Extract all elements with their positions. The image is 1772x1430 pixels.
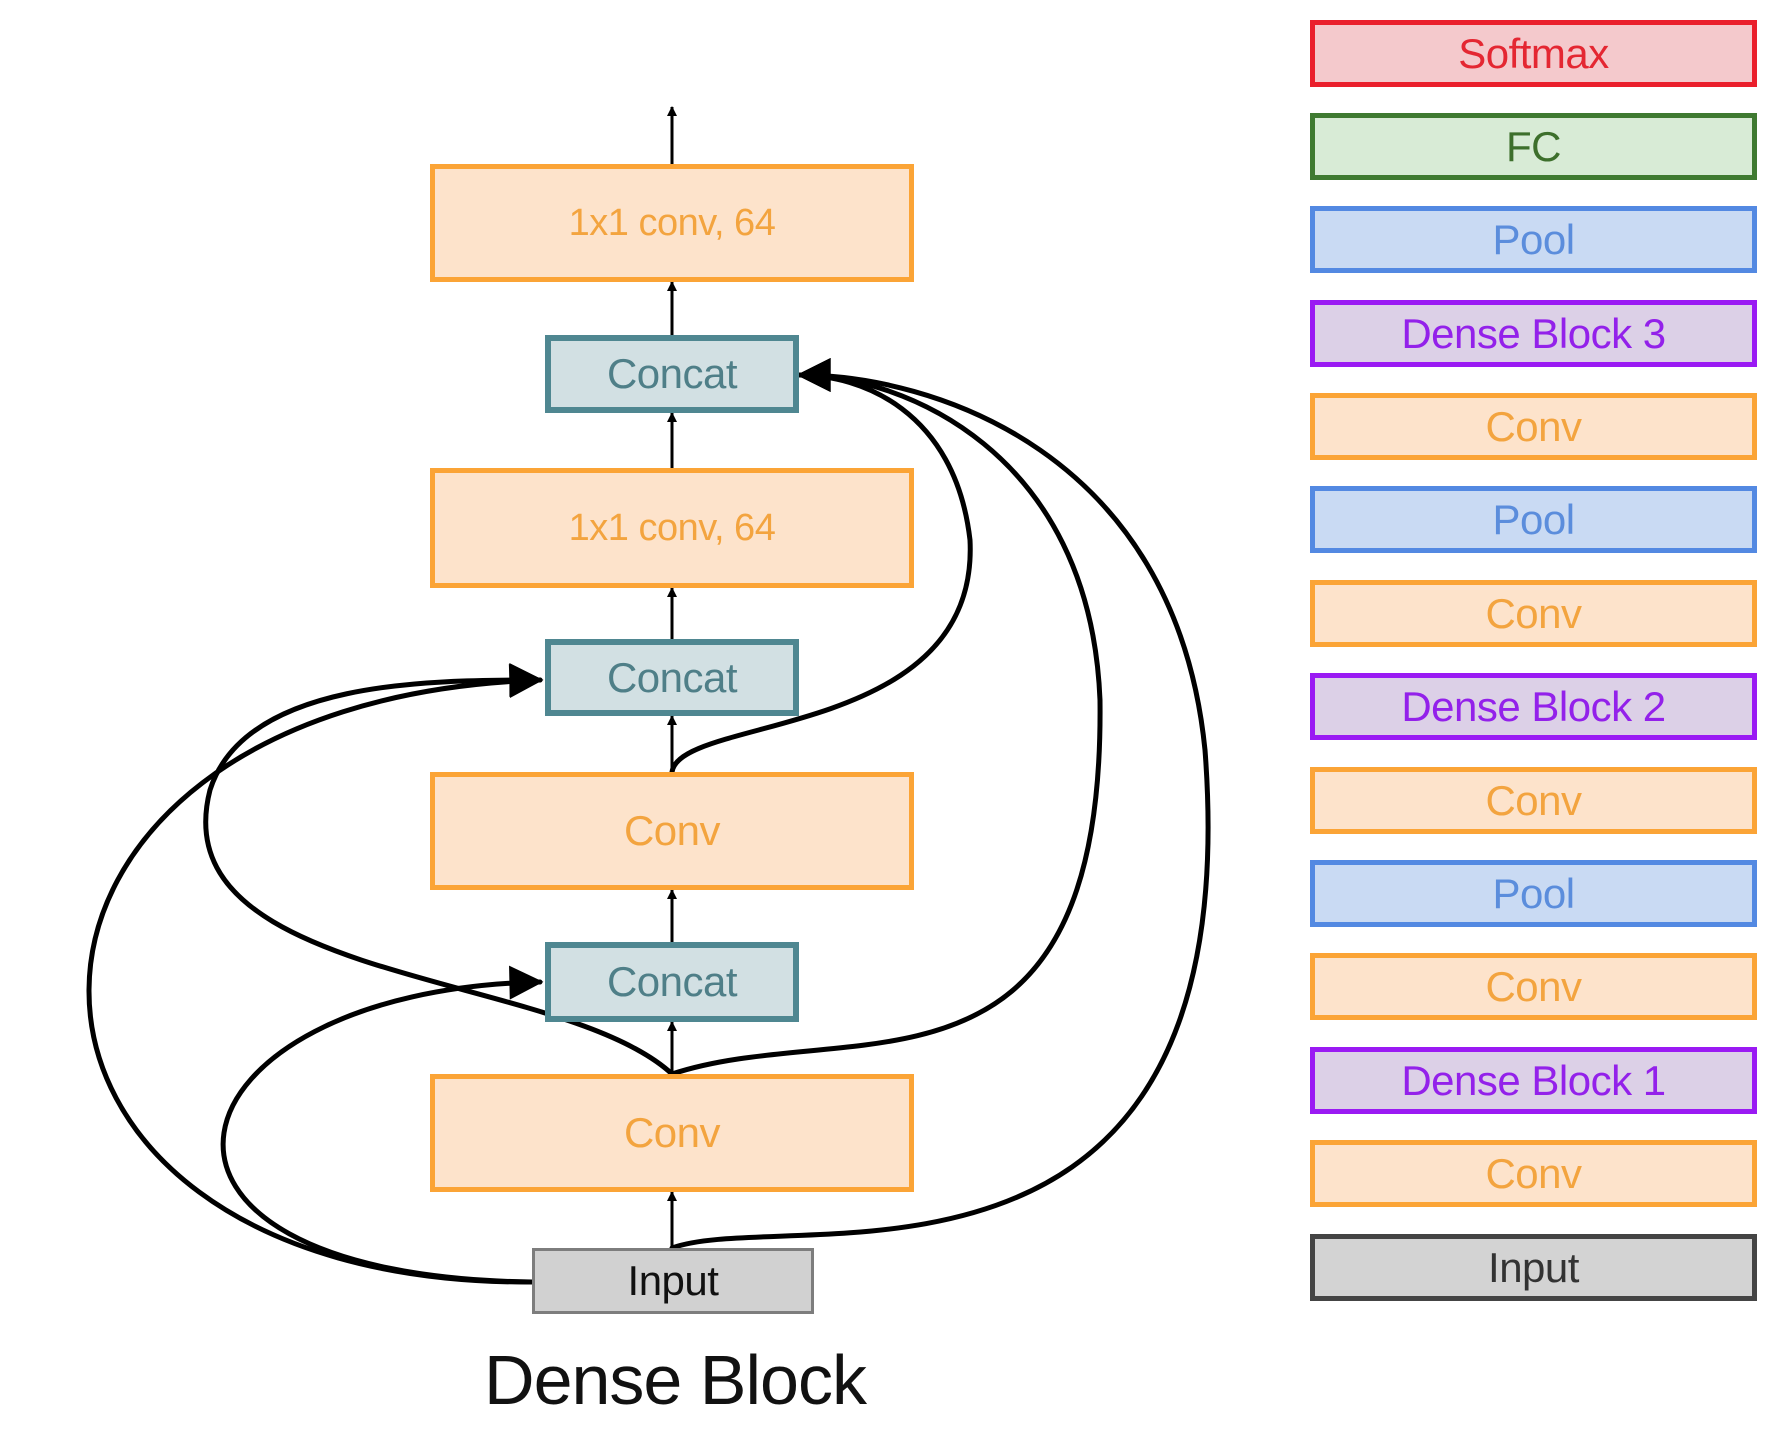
concat1-label: Concat [606,958,738,1005]
conv3-node: 1x1 conv, 64 [430,468,914,588]
stack-item-label: Input [1488,1243,1579,1291]
stack-item-pool-2: Pool [1310,486,1757,553]
stack-item-input: Input [1310,1234,1757,1301]
stack-item-label: Conv [1485,962,1582,1010]
concat1-node: Concat [545,942,799,1022]
stack-item-label: Conv [1485,402,1582,450]
skip-conv2-concat3 [669,358,973,775]
conv3-label: 1x1 conv, 64 [568,506,776,549]
stack-item-conv-4: Conv [1310,580,1757,647]
conv2-label: Conv [623,807,721,854]
stack-item-label: Pool [1492,215,1575,263]
stack-item-label: Dense Block 1 [1401,1056,1666,1104]
stack-item-label: Dense Block 3 [1401,309,1666,357]
stack-item-pool-3: Pool [1310,206,1757,273]
stack-item-pool-1: Pool [1310,860,1757,927]
stack-item-conv-3: Conv [1310,767,1757,834]
concat3-node: Concat [545,335,799,413]
skip-conv1-concat2 [203,663,675,1077]
stack-item-dense-block-3: Dense Block 3 [1310,300,1757,367]
concat2-node: Concat [545,639,799,716]
stack-item-fc: FC [1310,113,1757,180]
skip-input-concat2 [86,664,544,1285]
conv1-label: Conv [623,1109,721,1156]
conv1-node: Conv [430,1074,914,1192]
diagram-title: Dense Block [484,1341,867,1419]
input-label: Input [627,1257,719,1304]
skip-input-concat3 [669,358,1211,1251]
skip-conv1-concat3 [669,358,1103,1077]
conv4-label: 1x1 conv, 64 [568,201,776,244]
stack-item-softmax: Softmax [1310,20,1757,87]
stack-item-label: Conv [1485,589,1582,637]
stack-item-dense-block-2: Dense Block 2 [1310,673,1757,740]
concat3-label: Concat [606,350,738,397]
stack-item-label: FC [1506,122,1562,170]
stack-item-conv-2: Conv [1310,953,1757,1020]
stack-item-conv-5: Conv [1310,393,1757,460]
stack-item-label: Conv [1485,1149,1582,1197]
conv2-node: Conv [430,772,914,890]
stack-item-label: Dense Block 2 [1401,682,1666,730]
concat2-label: Concat [606,653,738,701]
stack-item-label: Pool [1492,495,1575,543]
stack-item-label: Pool [1492,869,1575,917]
stack-item-dense-block-1: Dense Block 1 [1310,1047,1757,1114]
stack-item-conv-1: Conv [1310,1140,1757,1207]
stack-item-label: Conv [1485,776,1582,824]
stack-item-label: Softmax [1458,29,1609,77]
conv4-node: 1x1 conv, 64 [430,164,914,282]
input-node: Input [532,1248,814,1314]
